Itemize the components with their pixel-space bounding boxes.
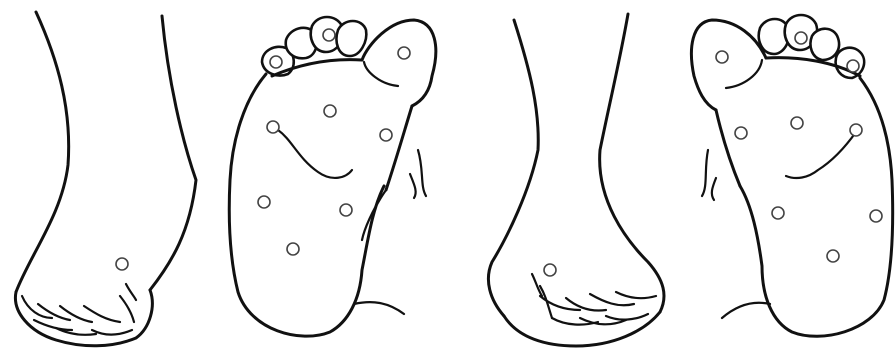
panel-right-foot-dorsal xyxy=(488,14,664,346)
marker-circle-icon xyxy=(116,258,128,270)
marker-circle-icon xyxy=(772,207,784,219)
marker-circle-icon xyxy=(270,56,282,68)
panel-left-foot-dorsal xyxy=(15,12,196,346)
marker-circle-icon xyxy=(398,47,410,59)
marker-circle-icon xyxy=(795,32,807,44)
marker-circle-icon xyxy=(544,264,556,276)
toe-2 xyxy=(337,21,367,56)
marker-circle-icon xyxy=(287,243,299,255)
marker-circle-icon xyxy=(827,250,839,262)
marker-circle-icon xyxy=(791,117,803,129)
marker-circle-icon xyxy=(735,127,747,139)
marker-circle-icon xyxy=(340,204,352,216)
marker-circle-icon xyxy=(716,51,728,63)
toe-4 xyxy=(810,29,839,60)
marker-circle-icon xyxy=(324,105,336,117)
marker-circle-icon xyxy=(323,29,335,41)
marker-circle-icon xyxy=(380,129,392,141)
marker-circle-icon xyxy=(258,196,270,208)
marker-circle-icon xyxy=(267,121,279,133)
marker-circle-icon xyxy=(850,124,862,136)
marker-circle-icon xyxy=(847,60,859,72)
panel-left-foot-plantar xyxy=(229,17,436,336)
marker-circle-icon xyxy=(870,210,882,222)
